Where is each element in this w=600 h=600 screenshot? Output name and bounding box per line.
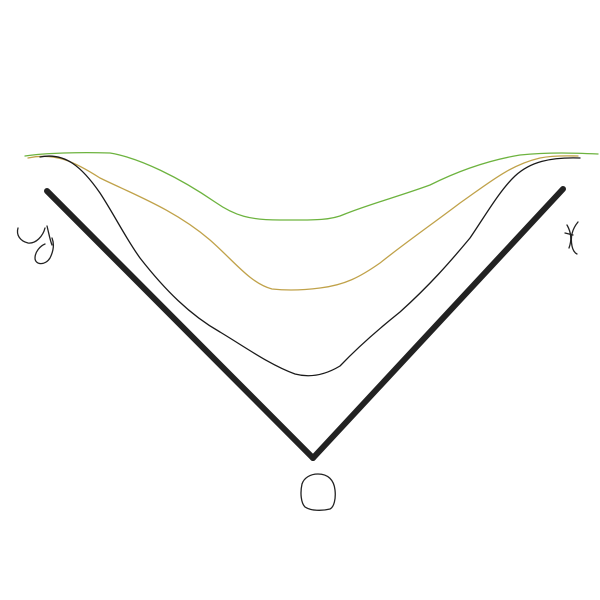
x-label-stroke-1 bbox=[566, 224, 572, 249]
x-label-stroke-2 bbox=[570, 221, 579, 255]
x-label-stroke-3 bbox=[564, 232, 574, 236]
curve-black bbox=[39, 155, 581, 377]
y-label-stroke-2 bbox=[46, 225, 53, 246]
y-label-stroke-1 bbox=[16, 227, 46, 244]
curve-gold bbox=[27, 155, 579, 291]
y-axis-line bbox=[44, 188, 316, 461]
origin-label-handwritten bbox=[300, 473, 336, 511]
y-axis-label-handwritten bbox=[16, 225, 54, 265]
y-label-stroke-3 bbox=[34, 237, 54, 265]
x-axis-line bbox=[310, 186, 566, 461]
origin-label-stroke bbox=[300, 473, 336, 511]
curve-green bbox=[24, 151, 599, 221]
x-axis-label-handwritten bbox=[564, 221, 579, 255]
